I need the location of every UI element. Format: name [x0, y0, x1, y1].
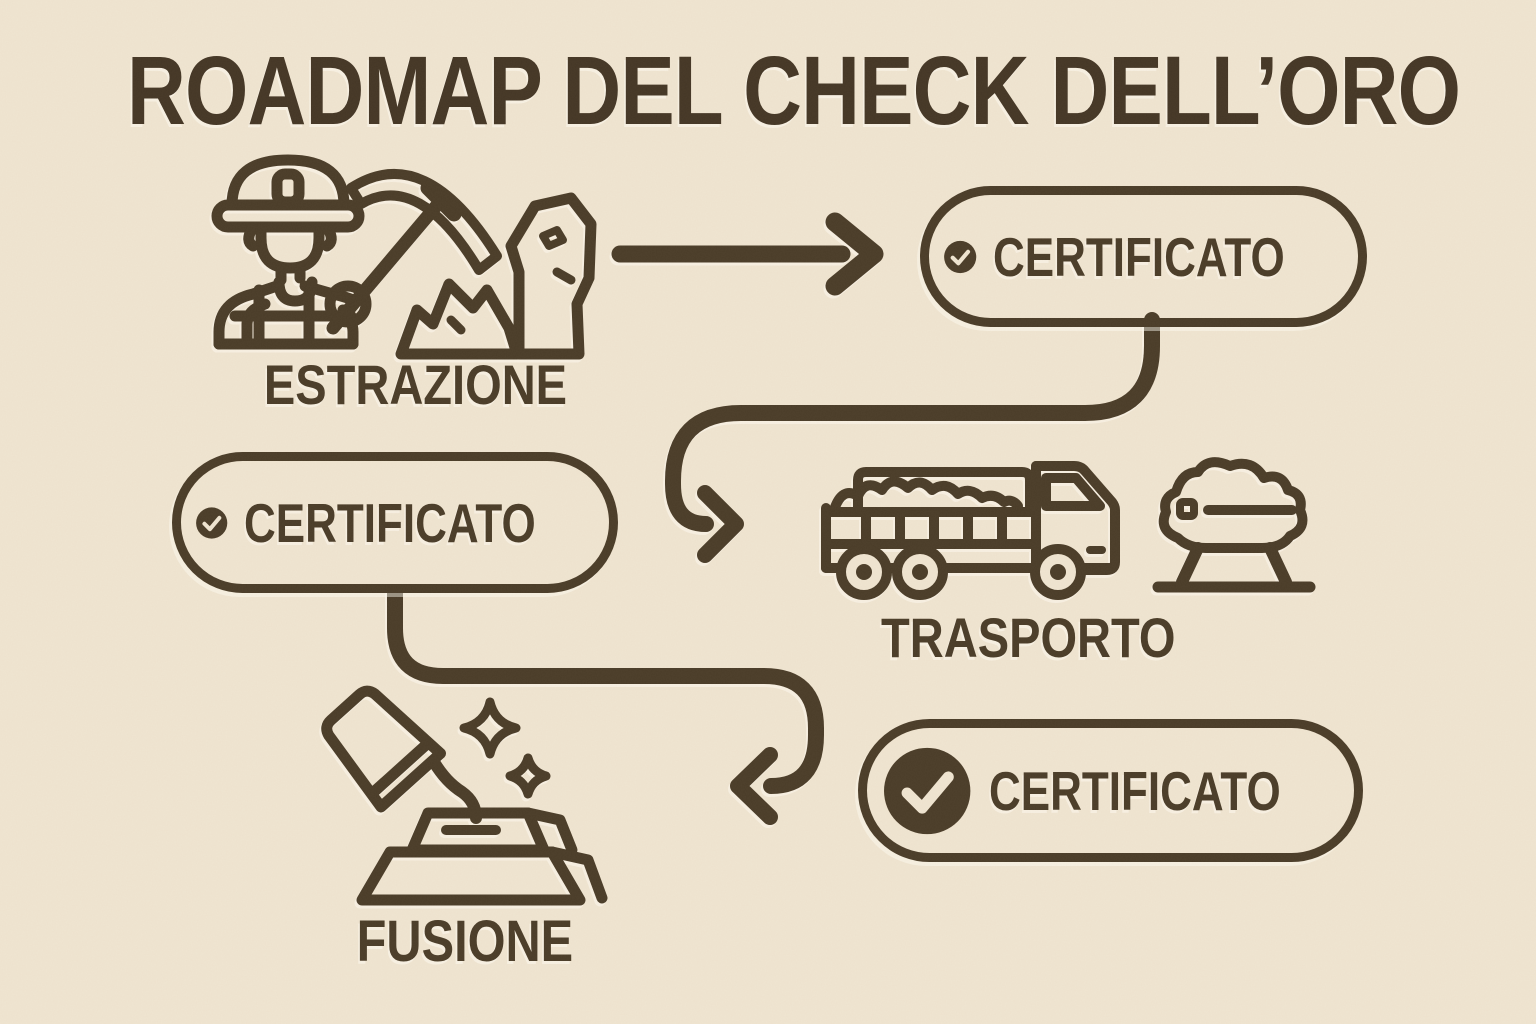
crucible-pour-icon — [321, 685, 608, 906]
certificato-badge-1: CERTIFICATO — [920, 186, 1367, 327]
miner-pickaxe-icon — [211, 154, 597, 360]
certificato-badge-3: CERTIFICATO — [858, 719, 1363, 862]
sparkle-large — [459, 697, 521, 759]
step-label-fusione: FUSIONE — [356, 909, 574, 974]
step-estrazione: ESTRAZIONE — [205, 152, 625, 416]
pickaxe-handle — [326, 191, 450, 335]
cart-leg-left — [1176, 542, 1204, 588]
certificato-badge-2: CERTIFICATO — [172, 452, 618, 593]
ore-rocks — [395, 278, 523, 360]
big-rock — [505, 192, 597, 360]
helmet-brim — [211, 199, 365, 233]
ore-truck-icon — [821, 461, 1120, 600]
cart-leg-right — [1264, 542, 1292, 588]
badge-label: CERTIFICATO — [989, 759, 1282, 822]
check-circle-icon — [884, 747, 971, 834]
badge-label: CERTIFICATO — [993, 225, 1286, 288]
sparkle-small — [505, 753, 551, 799]
step-label-estrazione: ESTRAZIONE — [263, 353, 567, 416]
step-trasporto: TRASPORTO — [818, 448, 1328, 669]
helmet-lamp — [271, 168, 305, 208]
crucible-cup — [321, 685, 447, 813]
miner-face — [255, 221, 325, 274]
badge-label: CERTIFICATO — [244, 491, 537, 554]
check-circle-icon — [196, 506, 228, 539]
gold-ingot-bottom — [356, 846, 586, 906]
step-fusione: FUSIONE — [300, 680, 630, 980]
check-circle-icon — [944, 240, 977, 273]
mine-cart-icon — [1152, 457, 1316, 593]
step-label-trasporto: TRASPORTO — [880, 606, 1176, 669]
